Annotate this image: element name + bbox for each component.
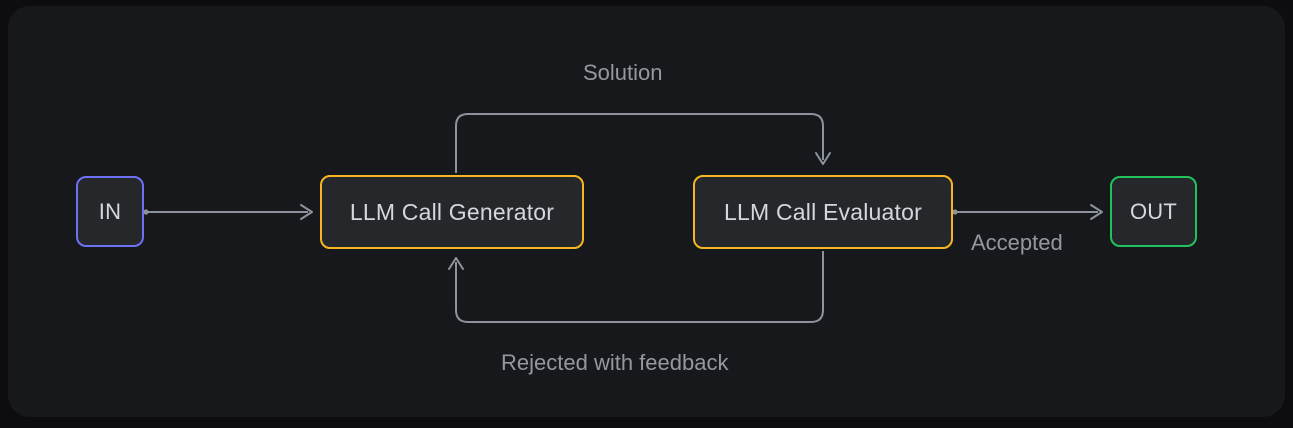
node-llm-call-evaluator-label: LLM Call Evaluator: [724, 198, 922, 225]
node-out[interactable]: OUT: [1110, 176, 1197, 247]
port-dot: [143, 209, 149, 215]
edge-label-solution: Solution: [583, 60, 663, 85]
port-dot: [952, 209, 958, 215]
arrowhead-icon: [815, 152, 831, 165]
edge-evaluator-to-generator: [448, 251, 824, 323]
arrowhead-icon: [300, 204, 313, 220]
node-out-label: OUT: [1129, 198, 1178, 224]
node-in-label: IN: [98, 198, 122, 224]
node-llm-call-evaluator[interactable]: LLM Call Evaluator: [693, 175, 953, 249]
arrowhead-icon: [448, 257, 464, 270]
node-in[interactable]: IN: [76, 176, 144, 247]
node-llm-call-generator-label: LLM Call Generator: [349, 198, 555, 225]
arrowhead-icon: [1090, 204, 1103, 220]
edge-evaluator-to-out: [952, 204, 1103, 220]
edge-label-accepted: Accepted: [971, 230, 1063, 255]
edge-label-rejected-with-feedback: Rejected with feedback: [501, 350, 729, 375]
node-llm-call-generator[interactable]: LLM Call Generator: [320, 175, 584, 249]
edge-generator-to-evaluator: [455, 113, 831, 173]
edge-in-to-generator: [143, 204, 313, 220]
